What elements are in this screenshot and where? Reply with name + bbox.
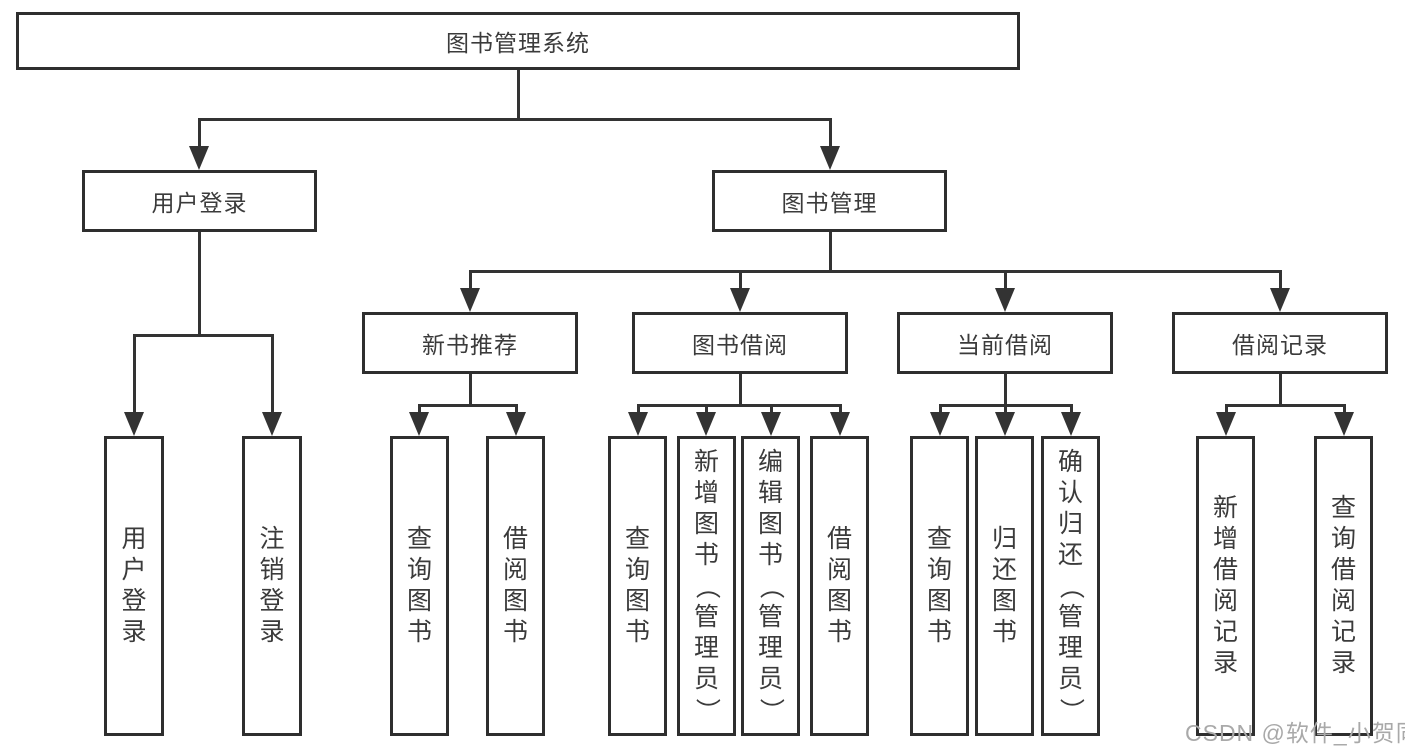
connector-vline xyxy=(1279,270,1282,292)
node-label: 查询图书 xyxy=(406,525,432,646)
connector-hline xyxy=(469,270,1282,273)
connector-vline xyxy=(517,70,520,120)
node-label: 新增借阅记录 xyxy=(1212,494,1238,677)
arrow-down-icon xyxy=(460,288,480,312)
arrow-down-icon xyxy=(189,146,209,170)
leaf-edit-book-admin: 编辑图书（管理员） xyxy=(741,436,800,736)
connector-hline xyxy=(198,118,832,121)
node-label: 新增图书（管理员） xyxy=(692,447,721,723)
arrow-down-icon xyxy=(409,412,429,436)
arrow-down-icon xyxy=(830,412,850,436)
connector-vline xyxy=(1004,374,1007,407)
arrow-down-icon xyxy=(628,412,648,436)
arrow-down-icon xyxy=(930,412,950,436)
watermark-text: CSDN @软件_小贺同学 xyxy=(1185,720,1405,746)
connector-vline xyxy=(198,118,201,152)
connector-vline xyxy=(829,232,832,272)
leaf-return-book: 归还图书 xyxy=(975,436,1034,736)
node-label: 图书借阅 xyxy=(692,332,788,358)
connector-vline xyxy=(939,404,942,414)
node-new-book-recommendation: 新书推荐 xyxy=(362,312,578,374)
node-book-management: 图书管理 xyxy=(712,170,947,232)
leaf-query-borrow-record: 查询借阅记录 xyxy=(1314,436,1373,736)
connector-hline xyxy=(133,334,274,337)
arrow-down-icon xyxy=(995,412,1015,436)
node-label: 当前借阅 xyxy=(957,332,1053,358)
connector-vline xyxy=(515,404,518,414)
node-borrowing-records: 借阅记录 xyxy=(1172,312,1388,374)
connector-vline xyxy=(1279,374,1282,407)
connector-vline xyxy=(133,334,136,414)
leaf-add-borrow-record: 新增借阅记录 xyxy=(1196,436,1255,736)
connector-vline xyxy=(1004,404,1007,414)
node-library-system: 图书管理系统 xyxy=(16,12,1020,70)
connector-vline xyxy=(770,404,773,414)
arrow-down-icon xyxy=(820,146,840,170)
connector-vline xyxy=(1343,404,1346,414)
leaf-confirm-return-admin: 确认归还（管理员） xyxy=(1041,436,1100,736)
leaf-borrow-books-recommend: 借阅图书 xyxy=(486,436,545,736)
arrow-down-icon xyxy=(506,412,526,436)
arrow-down-icon xyxy=(1061,412,1081,436)
arrow-down-icon xyxy=(1216,412,1236,436)
leaf-add-book-admin: 新增图书（管理员） xyxy=(677,436,736,736)
leaf-query-books-borrow: 查询图书 xyxy=(608,436,667,736)
node-label: 借阅记录 xyxy=(1232,332,1328,358)
leaf-user-login: 用户登录 xyxy=(104,436,164,736)
arrow-down-icon xyxy=(995,288,1015,312)
leaf-borrow-books: 借阅图书 xyxy=(810,436,869,736)
node-label: 查询图书 xyxy=(926,525,952,646)
node-book-borrowing: 图书借阅 xyxy=(632,312,848,374)
node-current-borrowing: 当前借阅 xyxy=(897,312,1113,374)
node-label: 用户登录 xyxy=(121,525,147,646)
connector-vline xyxy=(198,232,201,336)
node-label: 图书管理系统 xyxy=(446,30,590,56)
connector-vline xyxy=(418,404,421,414)
node-label: 借阅图书 xyxy=(502,525,528,646)
leaf-logout: 注销登录 xyxy=(242,436,302,736)
arrow-down-icon xyxy=(696,412,716,436)
node-label: 查询借阅记录 xyxy=(1330,494,1356,677)
node-label: 新书推荐 xyxy=(422,332,518,358)
connector-hline xyxy=(418,404,518,407)
node-label: 注销登录 xyxy=(259,525,285,646)
leaf-query-books-current: 查询图书 xyxy=(910,436,969,736)
connector-vline xyxy=(469,270,472,292)
node-label: 归还图书 xyxy=(991,525,1017,646)
node-label: 图书管理 xyxy=(781,190,878,216)
arrow-down-icon xyxy=(262,412,282,436)
connector-vline xyxy=(705,404,708,414)
connector-vline xyxy=(271,334,274,414)
connector-hline xyxy=(637,404,842,407)
node-user-login: 用户登录 xyxy=(82,170,317,232)
connector-vline xyxy=(829,118,832,152)
connector-vline xyxy=(739,374,742,407)
node-label: 确认归还（管理员） xyxy=(1056,447,1085,723)
leaf-query-books-recommend: 查询图书 xyxy=(390,436,449,736)
node-label: 借阅图书 xyxy=(826,525,852,646)
arrow-down-icon xyxy=(124,412,144,436)
node-label: 查询图书 xyxy=(624,525,650,646)
connector-vline xyxy=(469,374,472,407)
connector-vline xyxy=(1225,404,1228,414)
arrow-down-icon xyxy=(730,288,750,312)
arrow-down-icon xyxy=(761,412,781,436)
connector-vline xyxy=(839,404,842,414)
connector-vline xyxy=(1070,404,1073,414)
connector-hline xyxy=(939,404,1073,407)
connector-vline xyxy=(739,270,742,292)
arrow-down-icon xyxy=(1270,288,1290,312)
connector-vline xyxy=(1004,270,1007,292)
node-label: 用户登录 xyxy=(151,190,248,216)
node-label: 编辑图书（管理员） xyxy=(756,447,785,723)
arrow-down-icon xyxy=(1334,412,1354,436)
connector-hline xyxy=(1225,404,1346,407)
connector-vline xyxy=(637,404,640,414)
